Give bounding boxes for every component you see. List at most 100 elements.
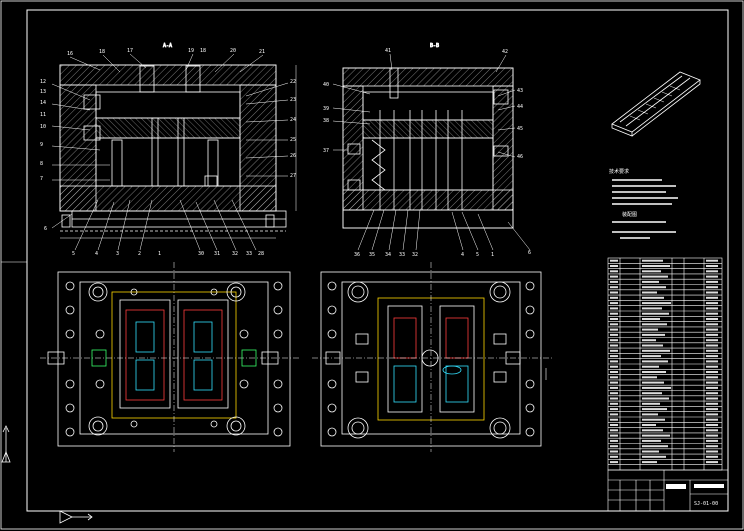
sheet-inner-frame bbox=[26, 9, 729, 512]
table-cell-note bbox=[706, 381, 718, 384]
balloon-right-right-3: 45 bbox=[517, 126, 523, 132]
table-cell-index bbox=[610, 328, 618, 331]
table-cell-index bbox=[610, 402, 618, 405]
table-cell-text bbox=[642, 450, 659, 453]
balloon-right-bottom-9: 6 bbox=[528, 250, 531, 256]
table-cell-index bbox=[610, 397, 618, 400]
table-cell-index bbox=[610, 318, 618, 320]
balloon-left-top-1: 16 bbox=[67, 51, 73, 57]
balloon-left-bottom-2: 4 bbox=[95, 251, 98, 257]
balloon-left-top-6: 20 bbox=[230, 48, 236, 54]
table-cell-text bbox=[642, 296, 664, 299]
balloon-left-side-8: 7 bbox=[40, 176, 43, 182]
title-block bbox=[607, 469, 729, 512]
balloon-right-left-1: 40 bbox=[323, 82, 329, 88]
balloon-left-bottom-3: 3 bbox=[116, 251, 119, 257]
table-cell-note bbox=[706, 275, 718, 278]
plan-view-right bbox=[312, 262, 552, 452]
table-cell-index bbox=[610, 455, 618, 458]
table-cell-index bbox=[610, 355, 618, 358]
table-cell-index bbox=[610, 413, 618, 416]
balloon-left-bottom-5: 1 bbox=[158, 251, 161, 257]
table-cell-note bbox=[706, 455, 718, 458]
table-cell-text bbox=[642, 349, 670, 352]
table-cell-note bbox=[706, 402, 718, 405]
balloon-left-bottom-4: 2 bbox=[138, 251, 141, 257]
table-cell-index bbox=[610, 360, 618, 363]
table-cell-index bbox=[610, 275, 618, 278]
table-cell-note bbox=[706, 429, 718, 432]
table-cell-note bbox=[706, 270, 718, 273]
table-cell-index bbox=[610, 265, 618, 267]
table-cell-text bbox=[642, 461, 657, 464]
table-cell-text bbox=[642, 275, 668, 278]
table-cell-note bbox=[706, 439, 718, 442]
table-cell-text bbox=[642, 265, 670, 267]
table-cell-text bbox=[642, 376, 657, 379]
table-cell-note bbox=[706, 339, 718, 342]
balloon-left-bottom-10: 28 bbox=[258, 251, 264, 257]
table-cell-text bbox=[642, 323, 667, 326]
table-cell-index bbox=[610, 333, 618, 336]
table-cell-text bbox=[642, 312, 669, 315]
table-cell-note bbox=[706, 307, 718, 310]
table-cell-text bbox=[642, 259, 663, 262]
table-cell-text bbox=[642, 360, 668, 363]
table-cell-note bbox=[706, 302, 718, 305]
table-cell-index bbox=[610, 365, 618, 368]
table-cell-note bbox=[706, 397, 718, 400]
balloon-left-top-4: 19 bbox=[188, 48, 194, 54]
table-cell-text bbox=[642, 318, 660, 320]
table-cell-note bbox=[706, 376, 718, 379]
table-cell-note bbox=[706, 349, 718, 352]
balloon-left-side-9: 6 bbox=[44, 226, 47, 232]
balloon-right-bottom-3: 34 bbox=[385, 252, 391, 258]
table-cell-index bbox=[610, 445, 618, 448]
table-cell-note bbox=[706, 323, 718, 326]
balloon-right-bottom-4: 33 bbox=[399, 252, 405, 258]
table-cell-note bbox=[706, 286, 718, 289]
table-cell-index bbox=[610, 381, 618, 384]
balloon-left-top-7: 21 bbox=[259, 49, 265, 55]
table-cell-note bbox=[706, 445, 718, 448]
technical-notes: 技术要求 装配图 bbox=[609, 168, 678, 239]
balloon-right-left-3: 38 bbox=[323, 118, 329, 124]
table-cell-index bbox=[610, 434, 618, 437]
table-cell-index bbox=[610, 461, 618, 464]
balloon-right-bottom-2: 35 bbox=[369, 252, 375, 258]
table-cell-note bbox=[706, 360, 718, 363]
balloon-right-left-4: 37 bbox=[323, 148, 329, 154]
table-cell-index bbox=[610, 259, 618, 262]
balloon-right-bottom-7: 5 bbox=[476, 252, 479, 258]
table-cell-note bbox=[706, 344, 718, 347]
table-cell-index bbox=[610, 280, 618, 283]
table-cell-index bbox=[610, 424, 618, 426]
table-cell-text bbox=[642, 328, 658, 331]
balloon-left-side-5: 10 bbox=[40, 124, 46, 130]
balloon-left-top-2: 18 bbox=[99, 49, 105, 55]
table-cell-note bbox=[706, 280, 718, 283]
table-cell-text bbox=[642, 386, 671, 389]
section-view-left: A-A bbox=[51, 43, 297, 251]
balloon-right-left-2: 39 bbox=[323, 106, 329, 112]
table-cell-note bbox=[706, 450, 718, 453]
table-cell-index bbox=[610, 270, 618, 273]
balloon-right-top-1: 41 bbox=[385, 48, 391, 54]
play-icon[interactable] bbox=[59, 510, 93, 524]
balloon-left-bottom-8: 32 bbox=[232, 251, 238, 257]
table-cell-note bbox=[706, 413, 718, 416]
balloon-left-side-3: 14 bbox=[40, 100, 46, 106]
balloon-left-right-4: 25 bbox=[290, 137, 296, 143]
table-cell-index bbox=[610, 302, 618, 305]
table-cell-text bbox=[642, 392, 662, 395]
parts-list-table bbox=[607, 257, 723, 471]
balloon-right-right-4: 46 bbox=[517, 154, 523, 160]
table-cell-index bbox=[610, 312, 618, 315]
table-cell-note bbox=[706, 408, 718, 411]
table-cell-note bbox=[706, 318, 718, 320]
balloon-left-bottom-1: 5 bbox=[72, 251, 75, 257]
table-cell-note bbox=[706, 291, 718, 294]
table-cell-index bbox=[610, 386, 618, 389]
